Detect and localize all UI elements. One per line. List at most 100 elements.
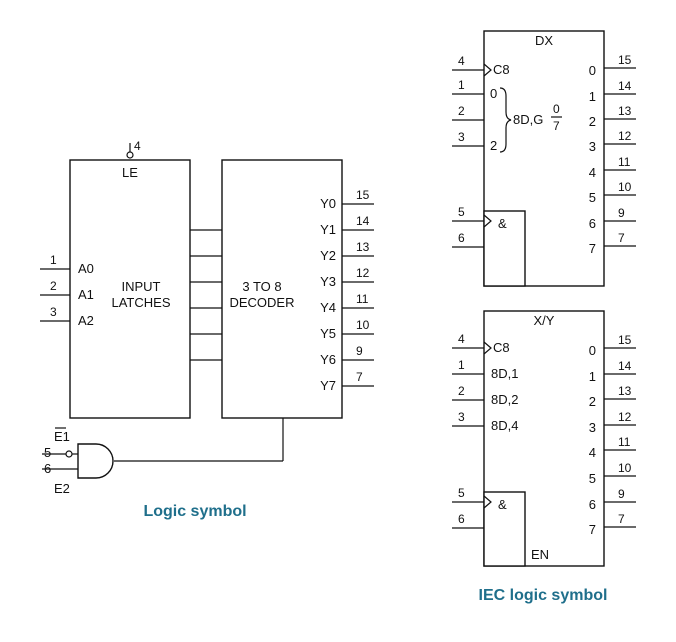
dx-out-pin-2: 13: [618, 104, 632, 118]
dx-out-label-4: 4: [589, 165, 596, 180]
output-label: Y3: [320, 274, 336, 289]
decoder-output-y5: Y5 10: [320, 318, 374, 341]
iec-dx-symbol: DX 4 C8 1 0 2 3 2 8D,G 0 7 & 5 6 0 15: [452, 30, 636, 287]
le-pin-number: 4: [134, 139, 141, 153]
dx-out-pin-7: 7: [618, 231, 625, 245]
e1-inversion-bubble: [65, 450, 73, 458]
pin-number: 9: [356, 344, 363, 358]
output-label: Y7: [320, 378, 336, 393]
dx-outputs: 0 15 1 14 2 13 3 12 4 11 5 10 6 9 7 7: [589, 53, 636, 256]
xy-in-label-3: 8D,4: [491, 418, 518, 433]
logic-symbol: 4 LE INPUT LATCHES 1 A0 2 A1 3 A2: [40, 139, 374, 520]
decoder-output-y6: Y6 9: [320, 344, 374, 367]
dx-and-pin-5: 5: [458, 205, 465, 219]
xy-out-pin-3: 12: [618, 410, 632, 424]
xy-en-label: EN: [531, 547, 549, 562]
dx-out-pin-1: 14: [618, 79, 632, 93]
dx-out-pin-5: 10: [618, 180, 632, 194]
input-label: A1: [78, 287, 94, 302]
xy-out-pin-2: 13: [618, 384, 632, 398]
dx-and-label: &: [498, 216, 507, 231]
dx-frac-denominator: 7: [553, 119, 560, 133]
pin-number: 7: [356, 370, 363, 384]
dx-out-label-3: 3: [589, 139, 596, 154]
xy-in-pin-1: 1: [458, 358, 465, 372]
e1-pin-number: 5: [44, 445, 51, 460]
dx-clock-triangle: [483, 63, 492, 77]
decoder-title-line1: 3 TO 8: [242, 279, 281, 294]
xy-clock-pin: 4: [458, 332, 465, 346]
dx-in-label-0: 0: [490, 86, 497, 101]
dx-and-pin-6: 6: [458, 231, 465, 245]
pin-number: 1: [50, 253, 57, 267]
latches-title-line1: INPUT: [122, 279, 161, 294]
xy-out-label-1: 1: [589, 369, 596, 384]
dx-in-label-2: 2: [490, 138, 497, 153]
xy-out-label-3: 3: [589, 420, 596, 435]
xy-out-label-0: 0: [589, 343, 596, 358]
dx-function-label: 8D,G: [513, 112, 543, 127]
xy-and-pin-5: 5: [458, 486, 465, 500]
xy-out-label-5: 5: [589, 471, 596, 486]
xy-and-pin-6: 6: [458, 512, 465, 526]
xy-out-label-7: 7: [589, 522, 596, 537]
pin-number: 15: [356, 188, 370, 202]
pin-number: 14: [356, 214, 370, 228]
dx-in-pin-2: 2: [458, 104, 465, 118]
dx-out-pin-0: 15: [618, 53, 632, 67]
dx-clock-pin: 4: [458, 54, 465, 68]
dx-out-label-7: 7: [589, 241, 596, 256]
xy-outputs: 0 15 1 14 2 13 3 12 4 11 5 10 6 9 7 7: [589, 333, 636, 537]
latch-input-a2: 3 A2: [40, 305, 94, 328]
le-label: LE: [122, 165, 138, 180]
xy-in-label-2: 8D,2: [491, 392, 518, 407]
decoder-output-y2: Y2 13: [320, 240, 374, 263]
decoder-output-y1: Y1 14: [320, 214, 374, 237]
pin-number: 10: [356, 318, 370, 332]
xy-out-pin-6: 9: [618, 487, 625, 501]
pin-number: 3: [50, 305, 57, 319]
output-label: Y5: [320, 326, 336, 341]
dx-out-label-5: 5: [589, 190, 596, 205]
latch-input-a1: 2 A1: [40, 279, 94, 302]
dx-out-label-1: 1: [589, 89, 596, 104]
dx-out-pin-3: 12: [618, 129, 632, 143]
decoder-output-y7: Y7 7: [320, 370, 374, 393]
enable-and-gate: E1 5 6 E2: [42, 418, 284, 496]
input-label: A0: [78, 261, 94, 276]
e2-pin-number: 6: [44, 461, 51, 476]
output-label: Y6: [320, 352, 336, 367]
xy-in-pin-2: 2: [458, 384, 465, 398]
latches-title-line2: LATCHES: [112, 295, 171, 310]
dx-out-label-0: 0: [589, 63, 596, 78]
xy-out-label-4: 4: [589, 445, 596, 460]
xy-in-label-1: 8D,1: [491, 366, 518, 381]
xy-out-label-2: 2: [589, 394, 596, 409]
xy-out-label-6: 6: [589, 497, 596, 512]
dx-out-pin-4: 11: [618, 155, 631, 169]
e2-label: E2: [54, 481, 70, 496]
pin-number: 2: [50, 279, 57, 293]
le-inversion-bubble: [126, 151, 134, 159]
decoder-box: [221, 159, 343, 419]
latch-input-a0: 1 A0: [40, 253, 94, 276]
decoder-output-y4: Y4 11: [320, 292, 374, 315]
dx-out-label-2: 2: [589, 114, 596, 129]
dx-out-pin-6: 9: [618, 206, 625, 220]
output-label: Y1: [320, 222, 336, 237]
logic-symbol-caption: Logic symbol: [143, 503, 246, 520]
dx-and-box: [483, 210, 526, 287]
latch-decoder-bus: [190, 229, 222, 361]
iec-symbol-caption: IEC logic symbol: [479, 587, 608, 604]
decoder-output-y3: Y3 12: [320, 266, 374, 289]
pin-number: 11: [356, 292, 369, 306]
dx-title: DX: [535, 33, 553, 48]
dx-in-pin-3: 3: [458, 130, 465, 144]
dx-clock-label: C8: [493, 62, 510, 77]
pin-number: 13: [356, 240, 370, 254]
output-label: Y2: [320, 248, 336, 263]
decoder-output-y0: Y0 15: [320, 188, 374, 211]
input-latches-box: [69, 159, 191, 419]
xy-out-pin-7: 7: [618, 512, 625, 526]
